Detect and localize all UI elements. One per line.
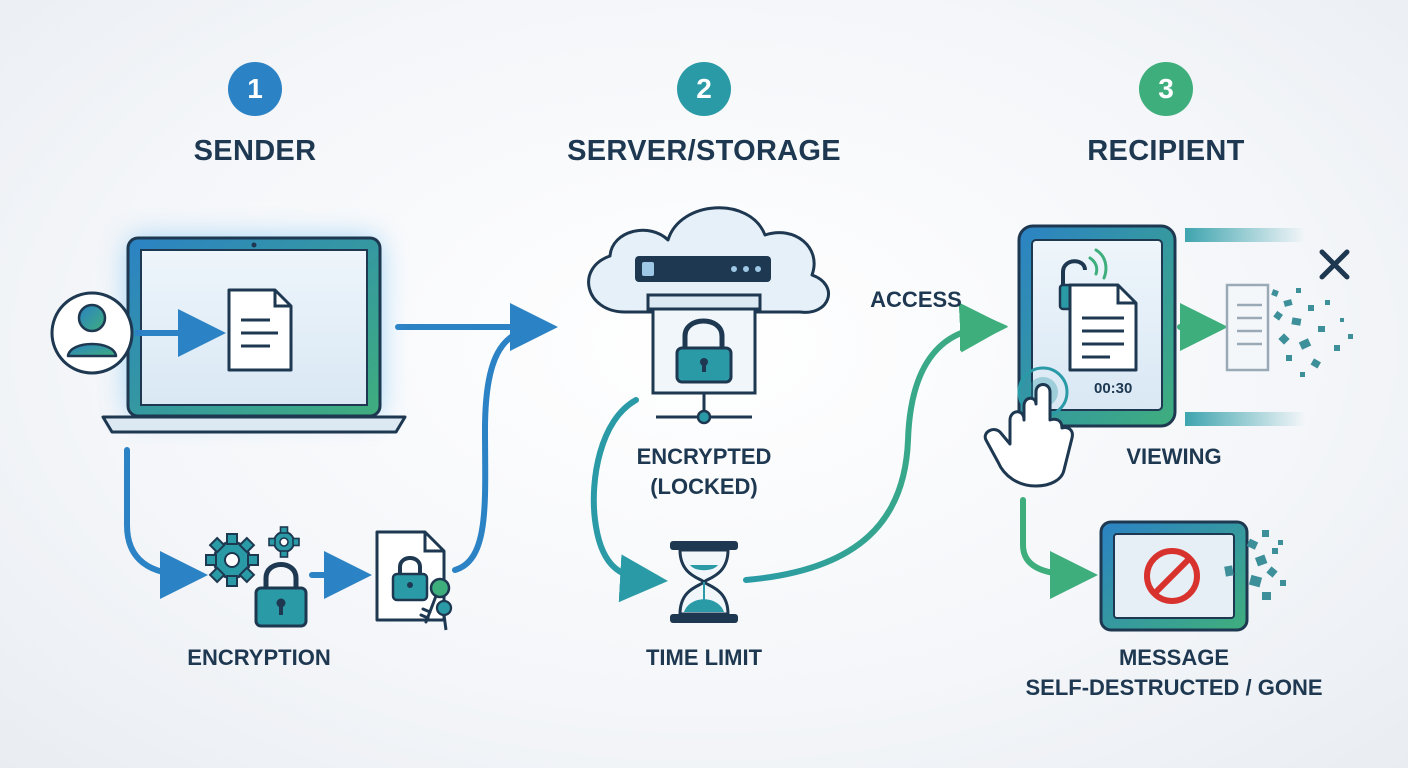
key-icon <box>419 577 453 631</box>
motion-streaks <box>1185 228 1305 426</box>
step-3-badge: 3 <box>1139 62 1193 116</box>
destructed-label-line1: MESSAGE <box>1118 645 1230 670</box>
step-1-badge: 1 <box>228 62 282 116</box>
screen-shatter-particles <box>1224 530 1286 600</box>
encrypted-label: ENCRYPTED (LOCKED) <box>637 442 772 502</box>
viewed-document-icon <box>1068 283 1138 372</box>
destructed-label-line2: SELF-DESTRUCTED / GONE <box>1025 675 1323 700</box>
arrow-server-to-hourglass <box>590 397 668 603</box>
encrypted-label-line1: ENCRYPTED <box>636 444 772 469</box>
user-icon <box>50 291 134 375</box>
step-2-title: SERVER/STORAGE <box>567 135 841 167</box>
padlock-icon <box>254 562 308 628</box>
server-icon <box>635 256 771 425</box>
hourglass-icon <box>670 541 738 623</box>
step-2-badge: 2 <box>677 62 731 116</box>
access-label: ACCESS <box>870 287 962 312</box>
gears-icon <box>205 526 300 587</box>
destructed-label: MESSAGE SELF-DESTRUCTED / GONE <box>1025 643 1322 703</box>
prohibited-icon <box>1144 548 1200 604</box>
close-x-icon <box>1319 249 1350 280</box>
arrow-viewing-to-destructed <box>1020 497 1098 599</box>
arrow-laptop-down <box>124 447 208 599</box>
dissolving-document-icon <box>1225 283 1270 372</box>
flow-arrows <box>124 303 1228 603</box>
locked-file-icon <box>375 530 446 622</box>
step-1-title: SENDER <box>193 135 317 167</box>
countdown-timer: 00:30 <box>1094 380 1133 397</box>
time-limit-label: TIME LIMIT <box>645 645 763 670</box>
encrypted-label-line2: (LOCKED) <box>650 474 758 499</box>
hand-pointer-icon <box>983 366 1074 488</box>
shatter-particles <box>1271 288 1353 377</box>
arrow-hourglass-to-tablet <box>743 304 1008 583</box>
viewing-label: VIEWING <box>1126 444 1222 469</box>
arrow-keyfile-to-cloud <box>452 324 543 573</box>
document-icon <box>227 288 293 372</box>
encryption-label: ENCRYPTION <box>187 645 331 670</box>
step-3-title: RECIPIENT <box>1087 135 1245 167</box>
